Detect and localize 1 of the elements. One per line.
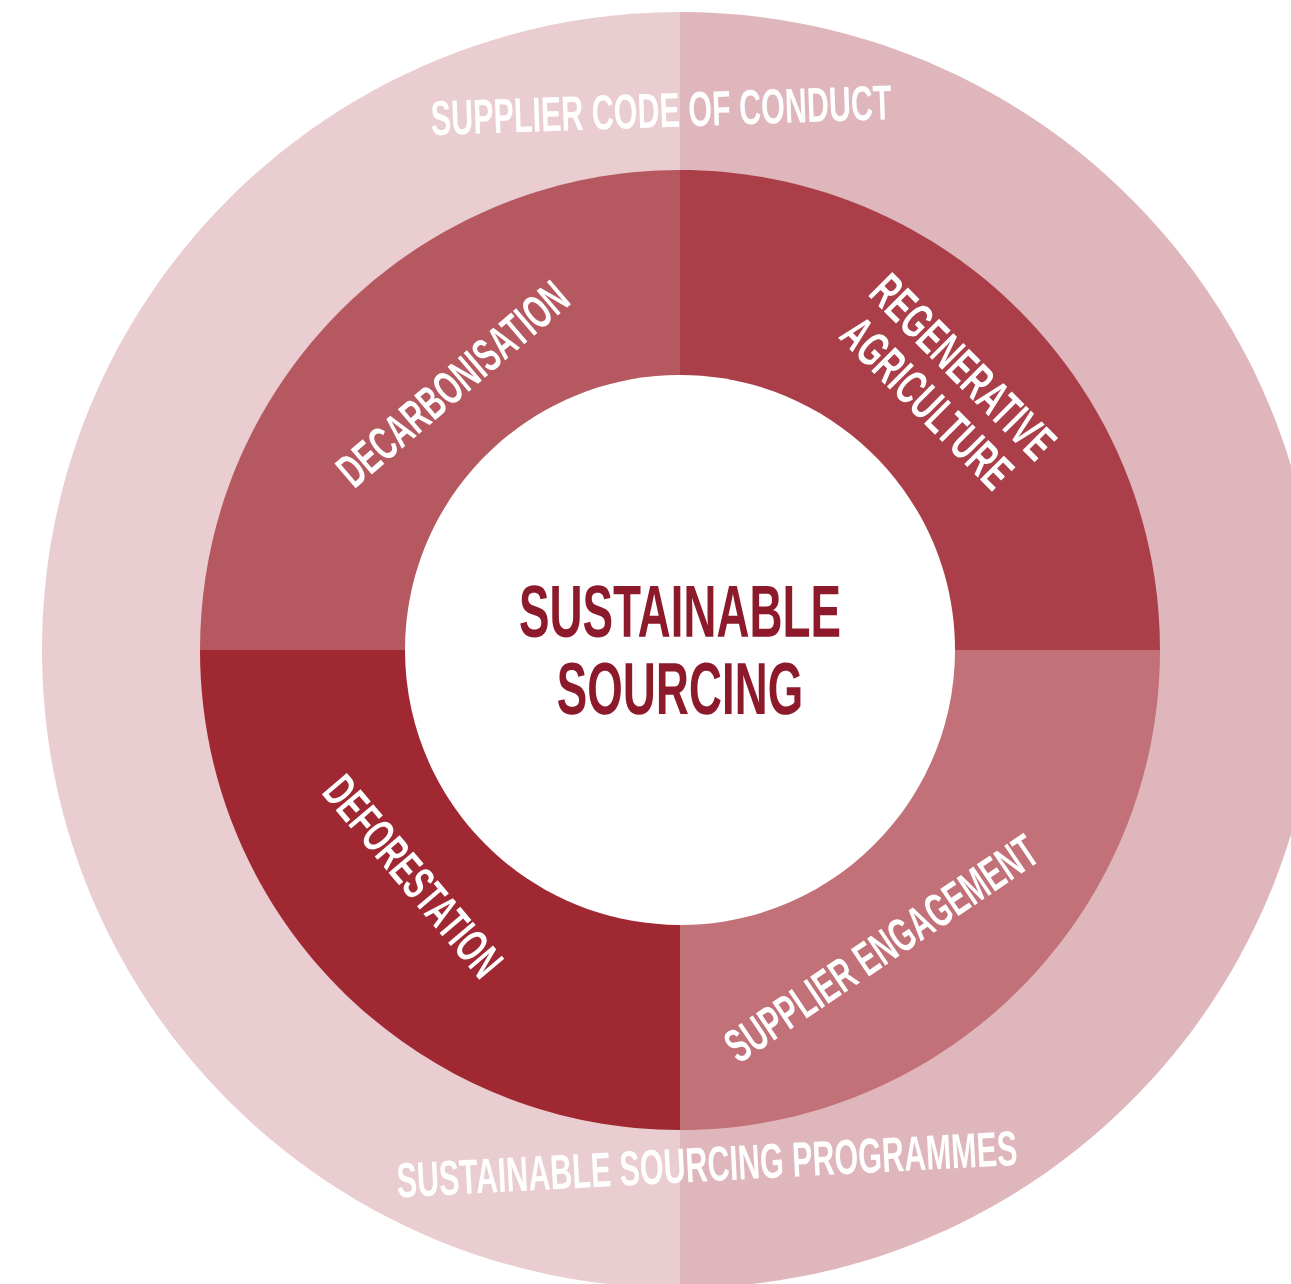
center-title: SUSTAINABLE SOURCING [520,585,840,715]
